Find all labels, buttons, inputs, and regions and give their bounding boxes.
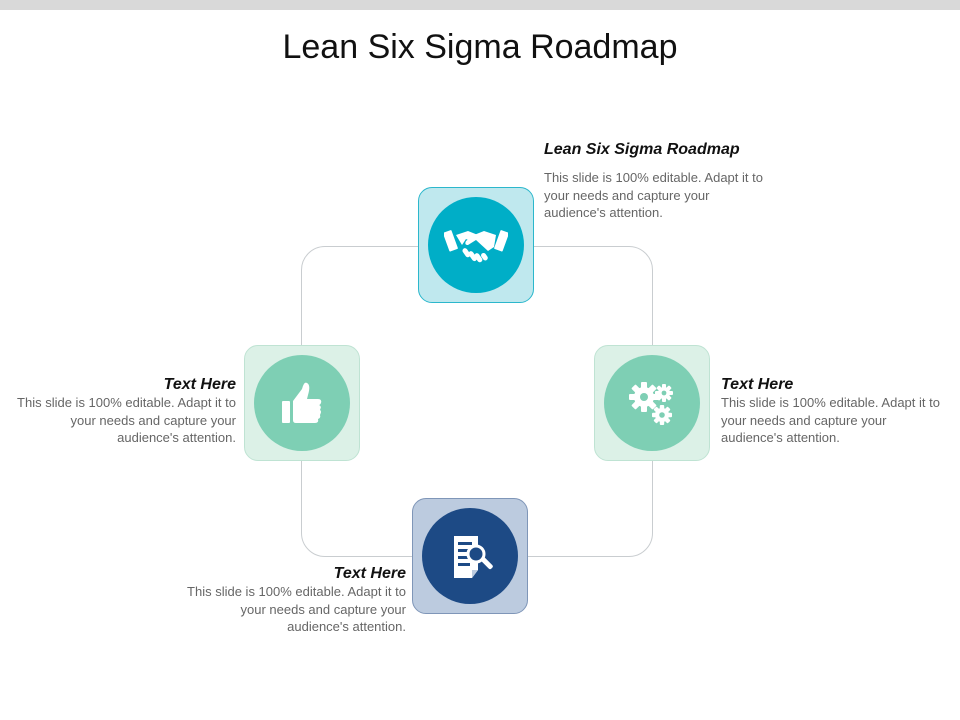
thumbs-up-icon xyxy=(282,382,322,423)
node-bottom-heading: Text Here xyxy=(333,565,406,582)
tile-left xyxy=(244,345,360,461)
node-right-description: This slide is 100% editable. Adapt it to… xyxy=(721,395,940,445)
node-left-heading: Text Here xyxy=(163,376,236,393)
circle-bottom xyxy=(422,508,518,604)
document-search-icon xyxy=(454,536,493,578)
node-top-description: This slide is 100% editable. Adapt it to… xyxy=(544,170,763,220)
node-right-heading: Text Here xyxy=(721,376,794,393)
gears-icon xyxy=(629,382,673,425)
circle-top xyxy=(428,197,524,293)
node-bottom-description: This slide is 100% editable. Adapt it to… xyxy=(187,584,406,634)
circle-left xyxy=(254,355,350,451)
node-top-heading: Lean Six Sigma Roadmap xyxy=(544,141,740,158)
circle-right xyxy=(604,355,700,451)
handshake-icon xyxy=(444,230,508,263)
tile-bottom xyxy=(412,498,528,614)
node-left-description: This slide is 100% editable. Adapt it to… xyxy=(17,395,236,445)
top-bar xyxy=(0,0,960,10)
slide-title: Lean Six Sigma Roadmap xyxy=(282,28,678,66)
tile-top xyxy=(418,187,534,303)
tile-right xyxy=(594,345,710,461)
